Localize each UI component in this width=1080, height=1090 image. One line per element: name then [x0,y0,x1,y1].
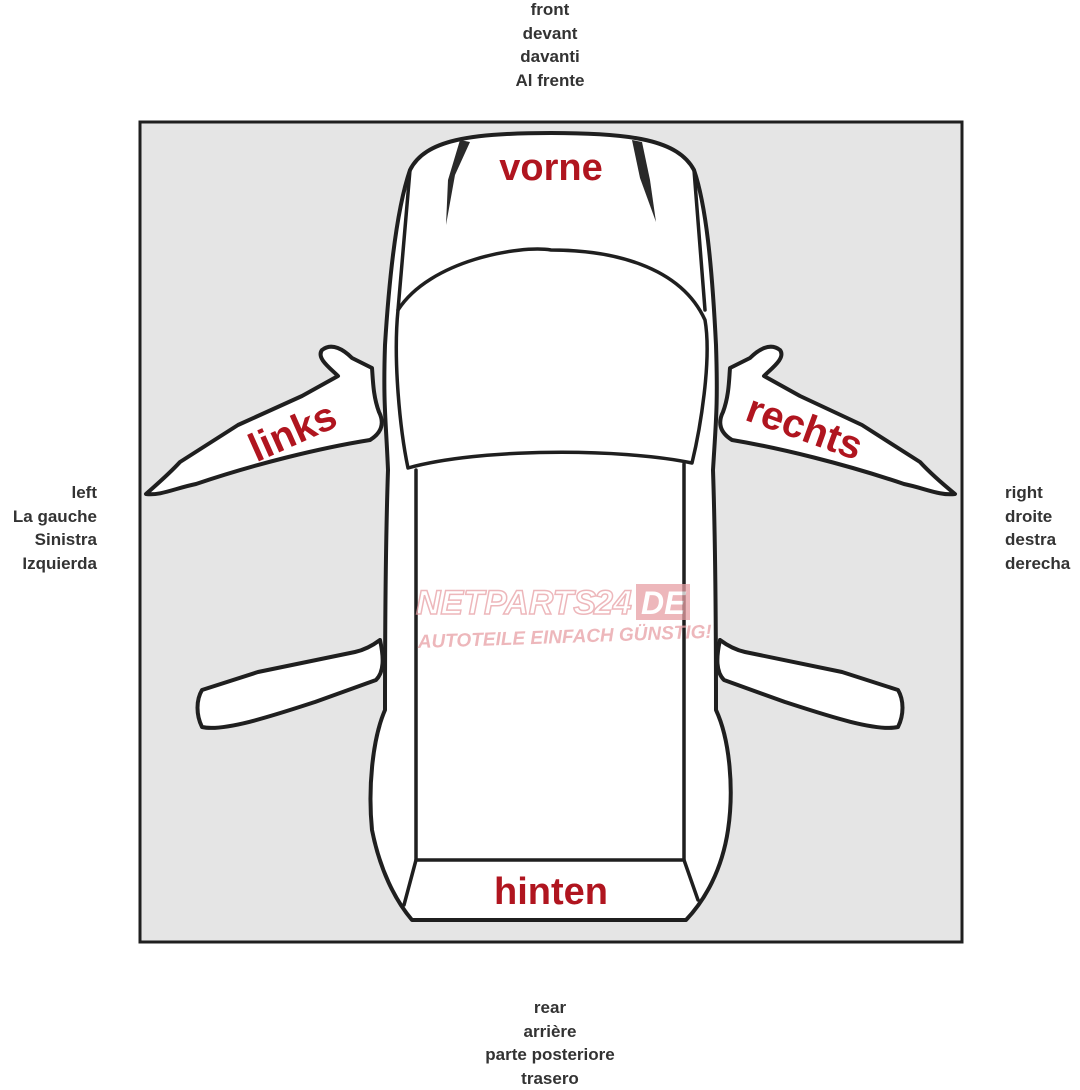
watermark-tld: DE [641,585,687,621]
watermark-brand: NETPARTS [416,584,596,622]
watermark-brand-number: 24 [593,584,632,622]
watermark-logo: NETPARTS 24 DE AUTOTEILE EINFACH GÜNSTIG… [416,584,712,653]
car-label-front: vorne [499,147,602,189]
car-label-rear: hinten [494,871,608,913]
